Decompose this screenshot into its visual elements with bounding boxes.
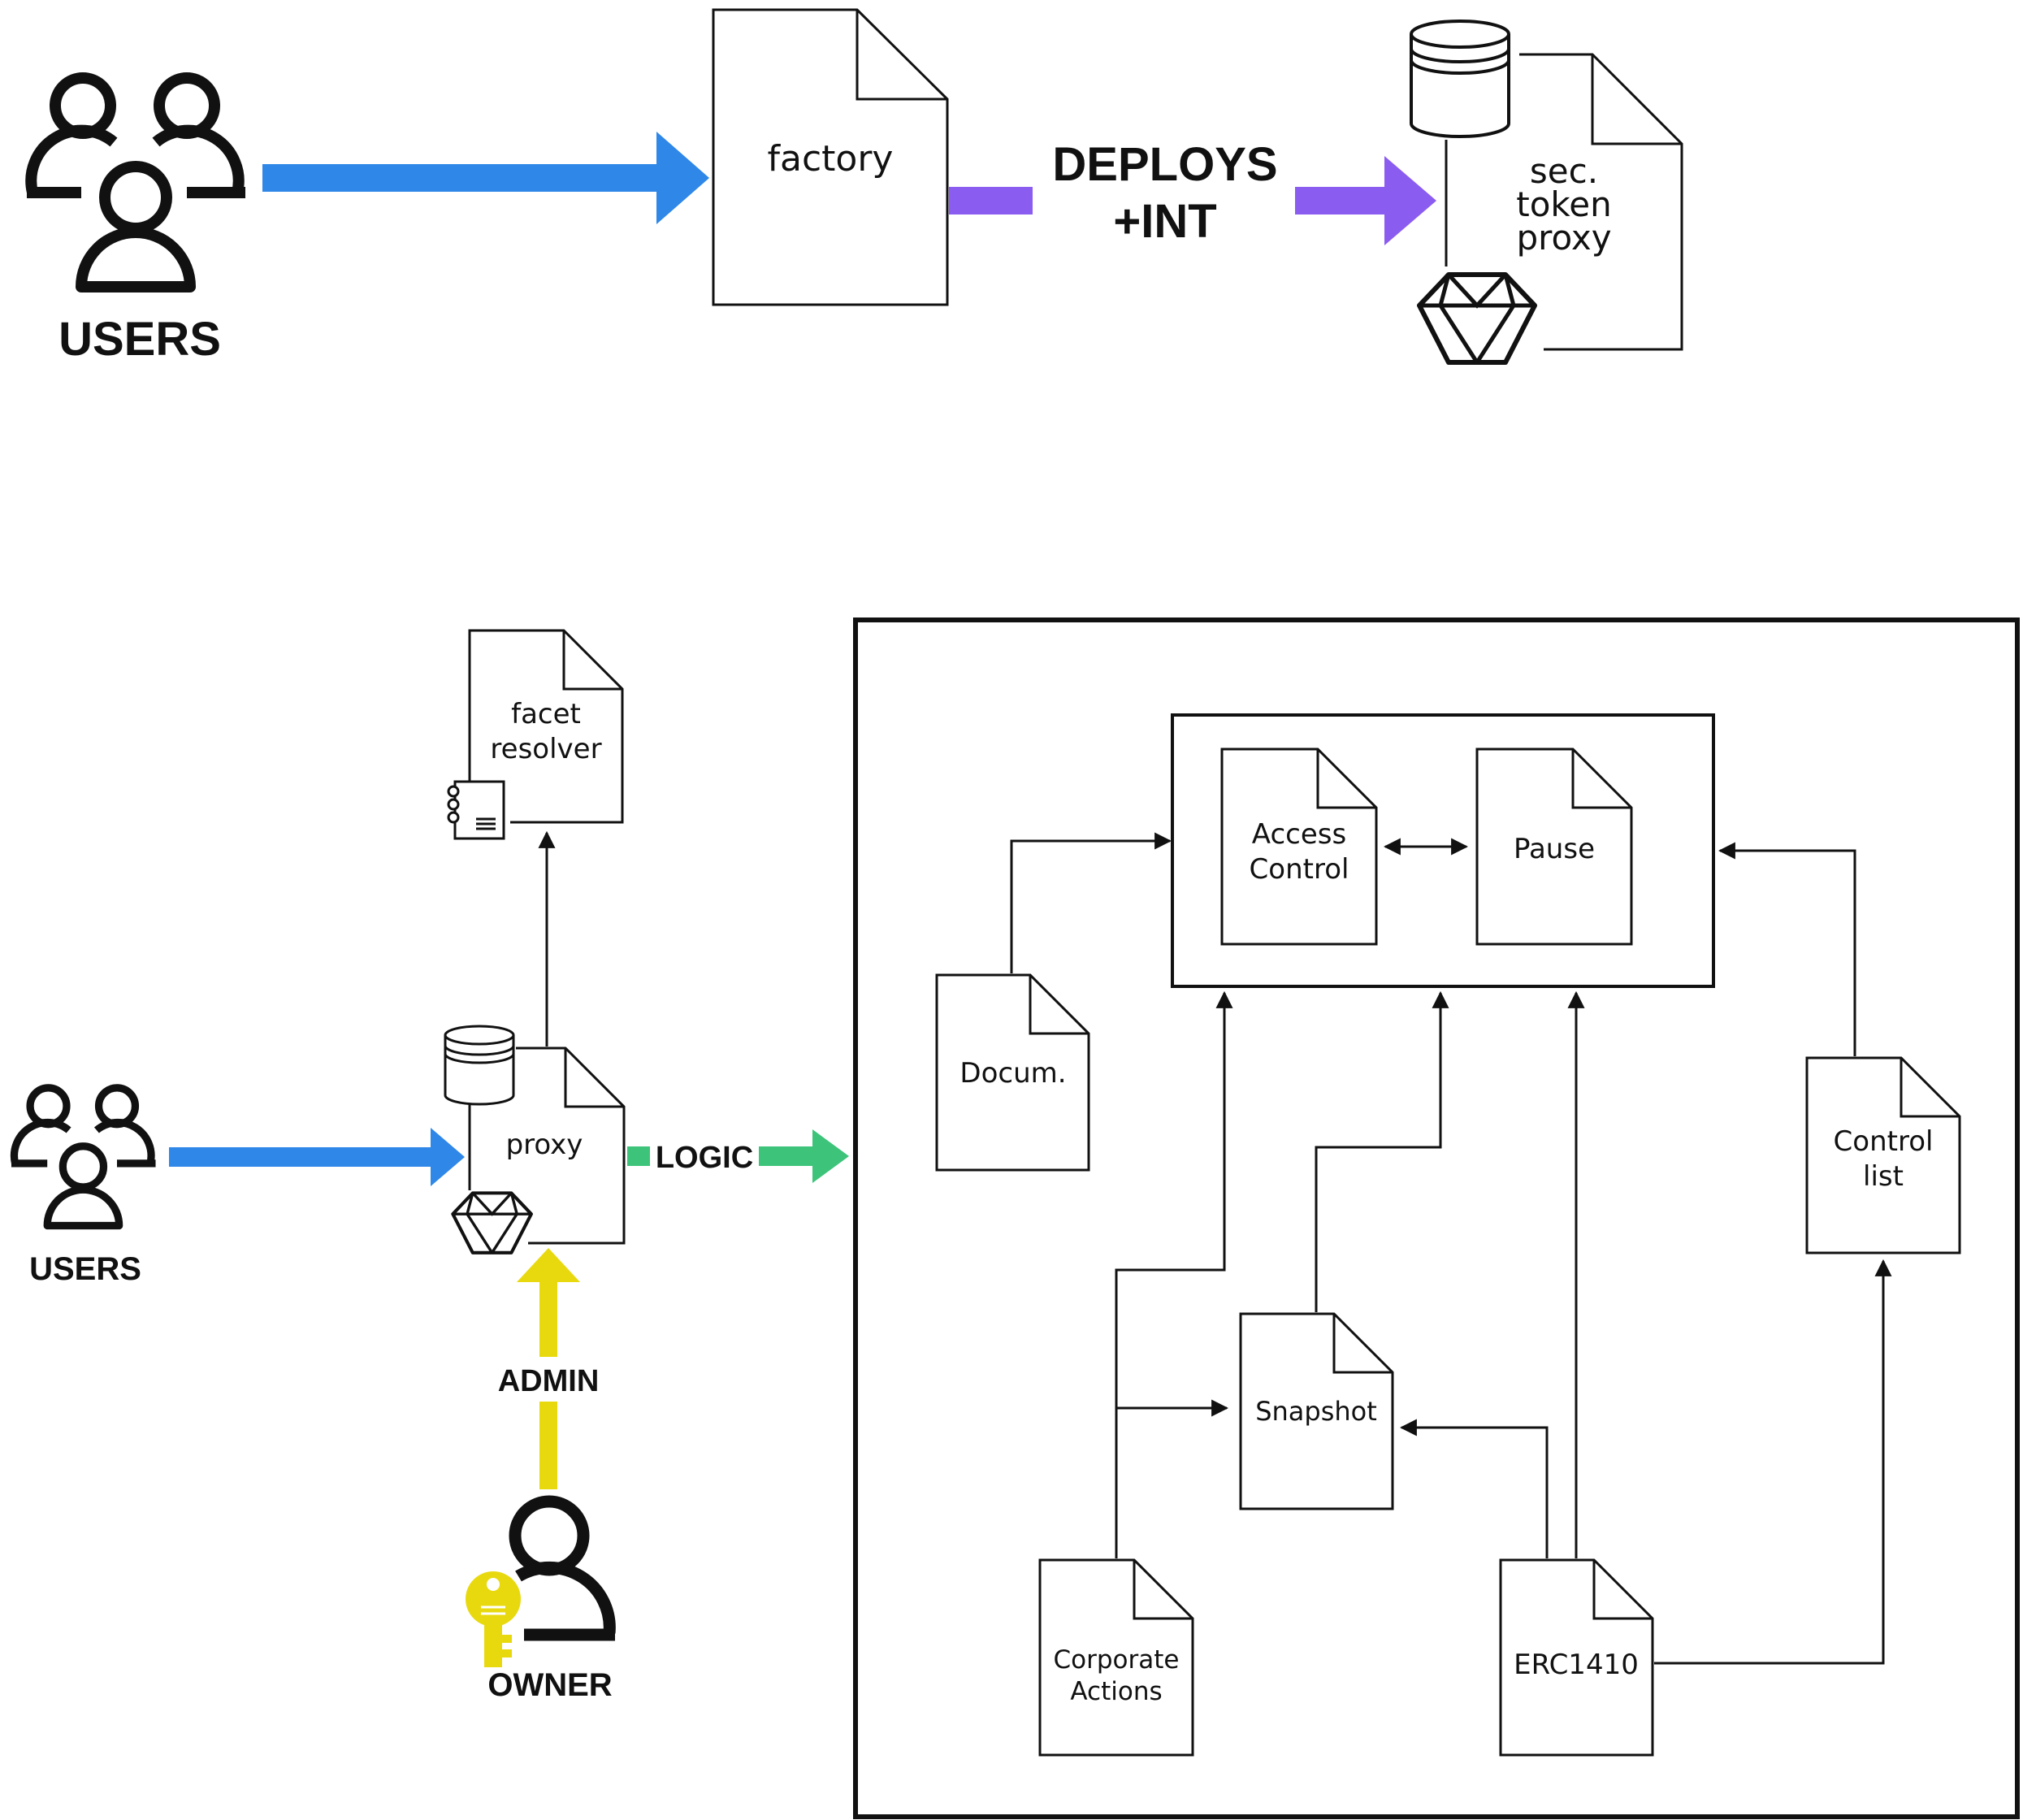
corporate-actions-document: Corporate Actions bbox=[1038, 1558, 1194, 1757]
database-icon bbox=[1410, 20, 1510, 138]
diamond-icon bbox=[1417, 272, 1537, 365]
logic-label: LOGIC bbox=[656, 1141, 753, 1175]
deploys-arrow bbox=[949, 156, 1436, 245]
users-label-bottom: USERS bbox=[29, 1251, 141, 1287]
access-label: Access bbox=[1252, 818, 1346, 851]
users-label-top: USERS bbox=[58, 313, 221, 366]
resolver-label: resolver bbox=[490, 733, 601, 765]
snapshot-label: Snapshot bbox=[1255, 1396, 1377, 1427]
corporate-to-core-arrow bbox=[1115, 990, 1233, 1558]
pause-label: Pause bbox=[1514, 833, 1595, 865]
proxy-label-top: proxy bbox=[1516, 218, 1611, 258]
factory-label: factory bbox=[768, 138, 894, 180]
logic-container bbox=[853, 618, 2020, 1819]
facet-resolver-document: facet resolver bbox=[468, 629, 624, 824]
key-icon bbox=[466, 1571, 521, 1667]
notebook-icon bbox=[447, 780, 505, 840]
owner-label: OWNER bbox=[487, 1667, 612, 1703]
docum-document: Docum. bbox=[935, 973, 1090, 1172]
snapshot-to-core-arrow bbox=[1315, 990, 1449, 1312]
pause-document: Pause bbox=[1475, 748, 1633, 946]
users-to-proxy-arrow bbox=[169, 1128, 465, 1186]
docum-label: Docum. bbox=[960, 1057, 1066, 1090]
users-to-factory-arrow bbox=[262, 132, 709, 224]
token-label: token bbox=[1516, 184, 1611, 224]
access-control-document: Access Control bbox=[1220, 748, 1378, 946]
admin-label: ADMIN bbox=[498, 1364, 600, 1398]
logic-arrow bbox=[627, 1129, 849, 1183]
core-facets-box bbox=[1171, 713, 1715, 988]
proxy-document: proxy bbox=[468, 1046, 626, 1245]
erc1410-label: ERC1410 bbox=[1514, 1649, 1639, 1681]
corporate-label: Corporate bbox=[1054, 1645, 1180, 1675]
deploys-label: DEPLOYS bbox=[1052, 138, 1277, 191]
owner-icon bbox=[509, 1495, 616, 1641]
erc1410-to-control-list-arrow bbox=[1654, 1259, 1892, 1665]
docum-to-core-arrow bbox=[1010, 832, 1172, 973]
erc1410-to-snapshot-arrow bbox=[1399, 1419, 1549, 1558]
control-label: Control bbox=[1250, 853, 1349, 886]
sec-token-proxy-document: sec. token proxy bbox=[1445, 53, 1683, 351]
sec-label: sec. bbox=[1530, 151, 1598, 191]
control-list-document: Control list bbox=[1805, 1056, 1961, 1254]
control-list-label-1: Control bbox=[1834, 1125, 1934, 1158]
proxy-label: proxy bbox=[506, 1129, 583, 1161]
erc1410-document: ERC1410 bbox=[1499, 1558, 1654, 1757]
int-label: +INT bbox=[1113, 195, 1216, 248]
facet-label: facet bbox=[511, 698, 581, 730]
control-list-to-core-arrow bbox=[1718, 842, 1856, 1056]
actions-label: Actions bbox=[1070, 1677, 1162, 1706]
database-icon bbox=[444, 1025, 515, 1106]
control-list-label-2: list bbox=[1863, 1160, 1904, 1193]
users-icon bbox=[10, 1084, 156, 1230]
diamond-icon bbox=[451, 1191, 533, 1254]
snapshot-document: Snapshot bbox=[1239, 1312, 1394, 1510]
factory-document: factory bbox=[712, 8, 949, 306]
admin-arrow bbox=[517, 1248, 580, 1489]
users-icon bbox=[25, 72, 245, 292]
